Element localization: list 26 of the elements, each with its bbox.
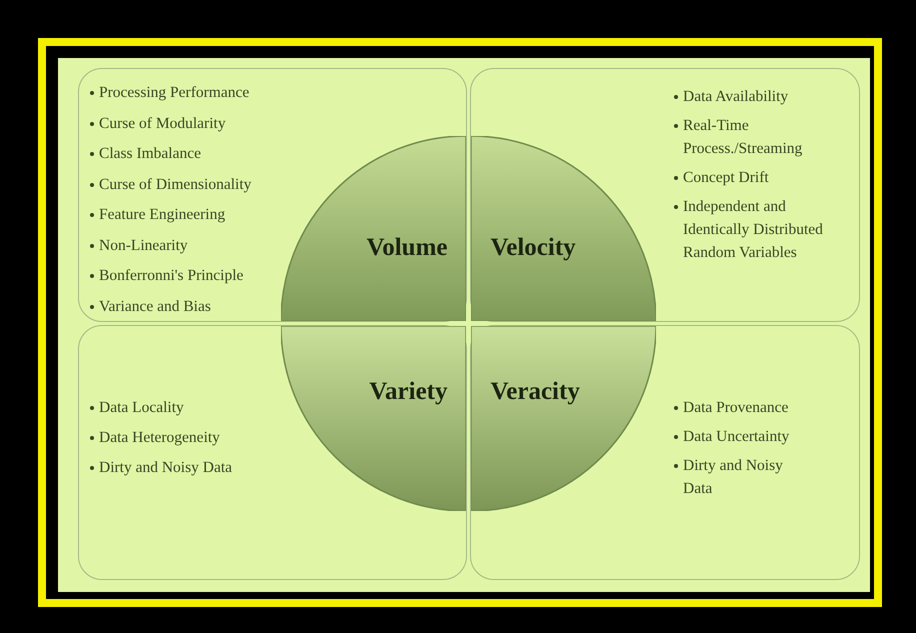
bullet-text: Data Provenance — [683, 398, 788, 418]
bullet-text: Non-Linearity — [99, 236, 188, 256]
category-panel — [78, 325, 467, 580]
bullet-text: Class Imbalance — [99, 144, 202, 164]
segment-title: Veracity — [490, 378, 580, 406]
bullet-text: Data Locality — [99, 398, 184, 418]
segment-title: Velocity — [490, 234, 576, 262]
bullet-text: Dirty and Noisy Data — [99, 458, 232, 478]
bullet-text: Processing Performance — [99, 83, 250, 103]
category-panel — [470, 68, 860, 322]
bullet-text: Dirty and Noisy Data — [683, 456, 784, 499]
segment-title: Volume — [366, 234, 448, 262]
bullet-text: Data Availability — [683, 87, 788, 107]
bullet-text: Curse of Modularity — [99, 114, 226, 134]
bullet-text: Data Uncertainty — [683, 427, 790, 447]
bullet-text: Bonferronni's Principle — [99, 266, 244, 286]
bullet-text: Curse of Dimensionality — [99, 174, 252, 194]
bullet-text: Concept Drift — [683, 168, 769, 188]
category-panel — [78, 68, 467, 322]
bullet-text: Data Heterogeneity — [99, 428, 220, 448]
category-panel — [470, 325, 860, 580]
segment-title: Variety — [369, 378, 448, 406]
bullet-text: Feature Engineering — [99, 205, 226, 225]
bullet-text: Real-Time Process./Streaming — [683, 116, 804, 159]
bullet-text: Independent and Identically Distributed Random Variables — [683, 197, 824, 263]
bullet-text: Variance and Bias — [99, 296, 211, 316]
